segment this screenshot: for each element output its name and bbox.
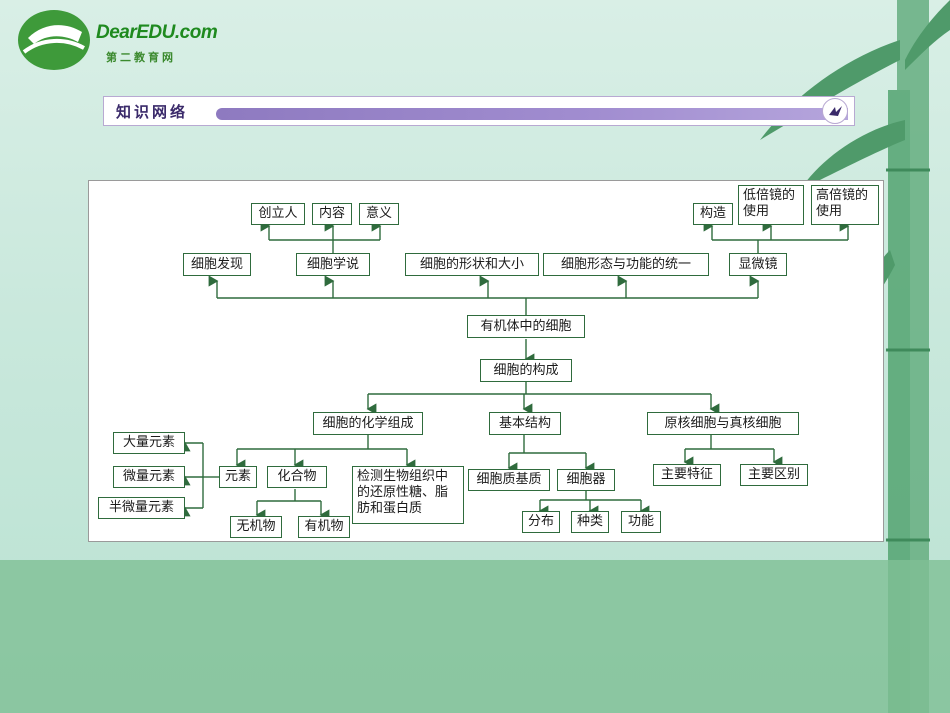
node-content: 内容 (312, 203, 352, 225)
node-cell-composition: 细胞的构成 (480, 359, 572, 382)
node-compounds: 化合物 (267, 466, 327, 488)
banner-title: 知识网络 (116, 103, 189, 121)
node-high-power: 高倍镜的 使用 (811, 185, 879, 225)
node-unity: 细胞形态与功能的统一 (543, 253, 709, 276)
node-structure: 构造 (693, 203, 733, 225)
node-types: 种类 (571, 511, 609, 533)
bird-icon (822, 98, 848, 124)
node-inorganic: 无机物 (230, 516, 282, 538)
logo-text: DearEDU.com (96, 22, 218, 43)
node-creator: 创立人 (251, 203, 305, 225)
node-organism-cells: 有机体中的细胞 (467, 315, 585, 338)
concept-map: 创立人 内容 意义 构造 低倍镜的 使用 高倍镜的 使用 细胞发现 细胞学说 细… (88, 180, 884, 542)
node-low-power: 低倍镜的 使用 (738, 185, 804, 225)
node-microscope: 显微镜 (729, 253, 787, 276)
banner-bar (216, 108, 848, 120)
node-semi-micro-elements: 半微量元素 (98, 497, 185, 519)
node-discovery: 细胞发现 (183, 253, 251, 276)
logo-subtitle: 第二教育网 (106, 51, 176, 64)
logo-icon (18, 10, 90, 70)
node-organic: 有机物 (298, 516, 350, 538)
node-elements: 元素 (219, 466, 257, 488)
node-organelle: 细胞器 (557, 469, 615, 491)
section-banner: 知识网络 (103, 96, 855, 126)
node-main-features: 主要特征 (653, 464, 721, 486)
logo: DearEDU.com 第二教育网 (14, 8, 218, 72)
node-chemistry: 细胞的化学组成 (313, 412, 423, 435)
node-cytoplasm-matrix: 细胞质基质 (468, 469, 550, 491)
node-basic-structure: 基本结构 (489, 412, 561, 435)
node-detection: 检测生物组织中的还原性糖、脂肪和蛋白质 (352, 466, 464, 524)
node-prokaryote-eukaryote: 原核细胞与真核细胞 (647, 412, 799, 435)
node-theory: 细胞学说 (296, 253, 370, 276)
node-shape-size: 细胞的形状和大小 (405, 253, 539, 276)
node-micro-elements: 微量元素 (113, 466, 185, 488)
node-main-difference: 主要区别 (740, 464, 808, 486)
node-function: 功能 (621, 511, 661, 533)
connector-lines (179, 220, 850, 521)
node-meaning: 意义 (359, 203, 399, 225)
node-distribution: 分布 (522, 511, 560, 533)
node-macro-elements: 大量元素 (113, 432, 185, 454)
